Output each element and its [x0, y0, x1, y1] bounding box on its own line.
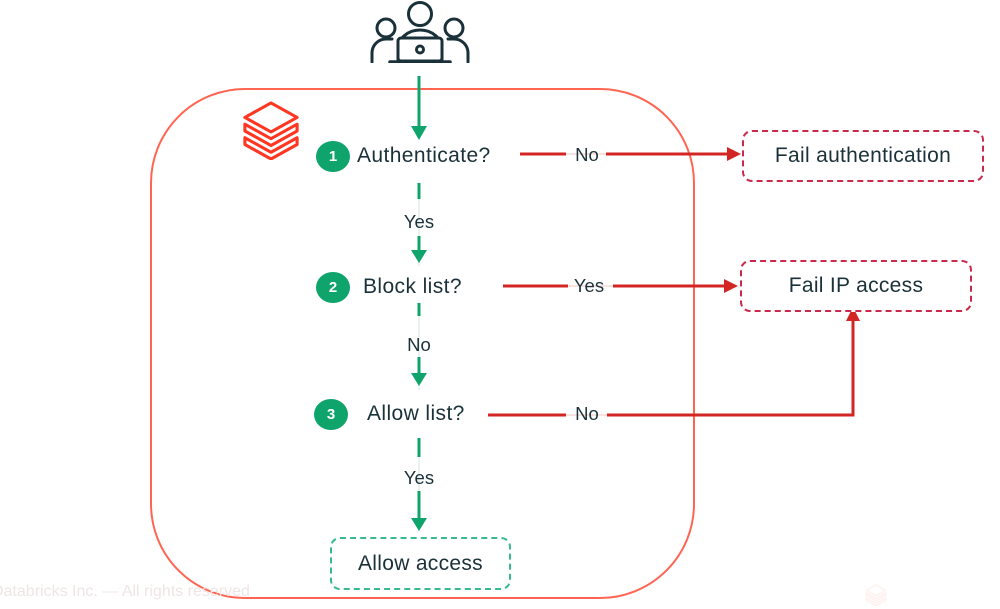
step-3-label: Allow list? [367, 402, 465, 425]
edge-label-block-yes: Yes [573, 275, 605, 296]
edge-label-block-no: No [407, 334, 431, 355]
fail-authentication-box: Fail authentication [742, 130, 984, 182]
databricks-logo-icon [242, 100, 300, 160]
edge-label-allowlist-yes: Yes [403, 467, 435, 488]
step-2-label: Block list? [363, 275, 462, 298]
step-3-badge: 3 [314, 399, 348, 430]
copyright-watermark: Databricks Inc. — All rights reserved [0, 583, 250, 600]
step-1-label: Authenticate? [357, 144, 491, 167]
step-1-number: 1 [328, 148, 338, 165]
edge-label-auth-yes: Yes [403, 211, 435, 232]
fail-ip-access-box: Fail IP access [740, 260, 972, 312]
step-1-badge: 1 [316, 141, 350, 172]
fail-ip-access-label: Fail IP access [788, 274, 924, 297]
allow-access-label: Allow access [358, 551, 483, 575]
edge-label-allowlist-no: No [575, 403, 599, 424]
step-2-number: 2 [328, 279, 338, 296]
users-at-laptop-icon [365, 1, 475, 63]
step-3-number: 3 [326, 406, 336, 423]
fail-authentication-label: Fail authentication [774, 144, 952, 167]
step-2-badge: 2 [316, 272, 350, 303]
edge-label-auth-no: No [575, 144, 599, 165]
allow-access-box: Allow access [330, 537, 511, 590]
databricks-watermark-icon [864, 584, 888, 606]
